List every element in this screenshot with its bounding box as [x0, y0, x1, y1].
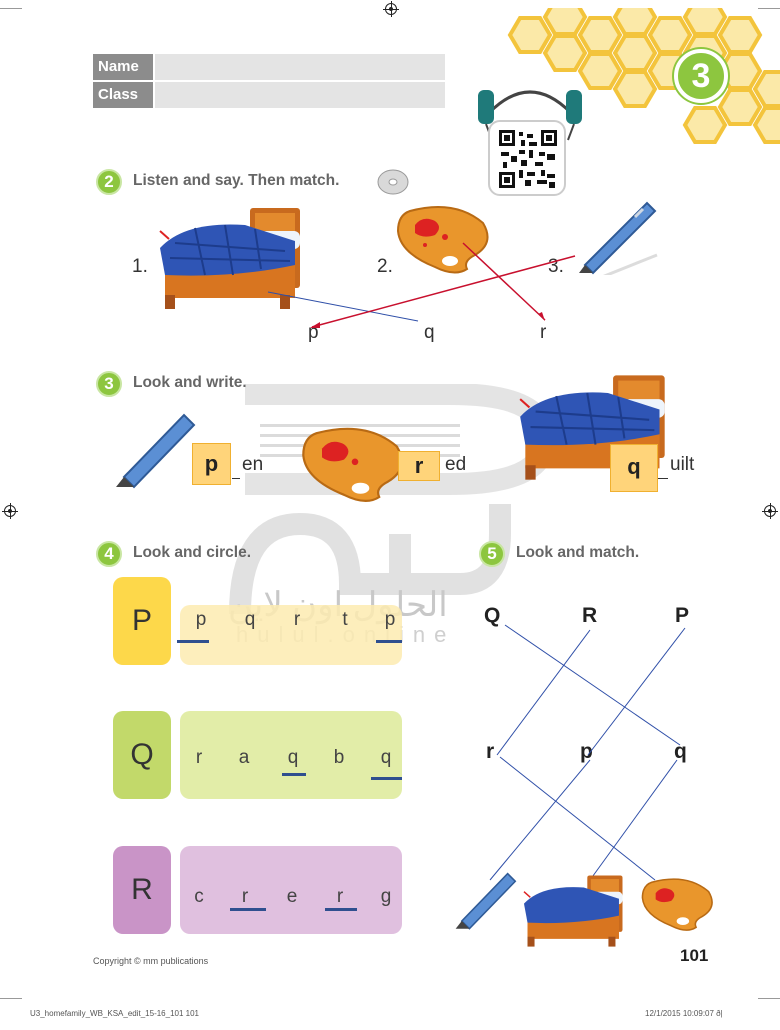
match-line-r-palette	[499, 756, 656, 881]
lowercase-q: q	[674, 740, 687, 763]
section-2-title: Listen and say. Then match.	[133, 172, 340, 189]
match-letter-r: r	[540, 322, 547, 343]
section-3-title: Look and write.	[133, 374, 247, 391]
item-3-label: 3.	[548, 256, 564, 277]
section-2-number: 2	[96, 169, 122, 195]
section-3-number: 3	[96, 371, 122, 397]
option-letter[interactable]: a	[238, 747, 250, 768]
section-5-match-lines	[489, 624, 686, 881]
match-letter-p: p	[308, 322, 319, 343]
match-line-q-bed	[589, 759, 678, 881]
quilt-bed-icon	[519, 375, 665, 480]
quilt-bed-icon	[523, 875, 623, 947]
word-ending-en: en	[242, 454, 264, 475]
print-timestamp: 12/1/2015 10:09:07 ð|	[645, 1009, 723, 1018]
option-letter[interactable]: e	[286, 886, 298, 907]
cd-icon	[377, 169, 409, 195]
options-strip-p	[180, 605, 402, 665]
section-2-match-lines	[267, 242, 576, 328]
class-field[interactable]	[155, 82, 445, 108]
match-line-pen-p	[311, 255, 576, 328]
answer-underline	[230, 908, 266, 911]
qr-code-frame	[488, 120, 566, 196]
match-line-P-p	[587, 627, 686, 756]
match-letter-q: q	[424, 322, 435, 343]
option-letter[interactable]: g	[380, 886, 392, 907]
name-field[interactable]	[155, 54, 445, 80]
registration-mark-right	[762, 503, 778, 519]
section-5-number: 5	[479, 541, 505, 567]
word-ending-uilt: uilt	[670, 454, 695, 475]
options-strip-q	[180, 711, 402, 799]
answer-box-r[interactable]: r	[398, 451, 440, 481]
option-letter[interactable]: r	[336, 886, 344, 907]
crop-mark	[0, 8, 22, 9]
name-row: Name	[93, 54, 445, 80]
paint-palette-icon	[396, 206, 489, 274]
option-letter[interactable]: q	[380, 747, 392, 768]
qr-code-icon[interactable]	[499, 130, 557, 188]
uppercase-q: Q	[484, 604, 501, 627]
paint-palette-icon	[302, 427, 403, 502]
option-letter[interactable]: p	[384, 609, 396, 630]
section-5-title: Look and match.	[516, 544, 640, 561]
section-4-number: 4	[96, 541, 122, 567]
word-ending-ed: ed	[445, 454, 467, 475]
letter-card-q: Q	[113, 711, 171, 799]
match-line-Q-q	[504, 624, 681, 746]
arrowhead-p	[310, 322, 320, 328]
pen-icon	[455, 872, 517, 930]
paint-palette-icon	[641, 878, 713, 931]
registration-mark-left	[2, 503, 18, 519]
write-line	[658, 478, 668, 479]
copyright-text: Copyright © mm publications	[93, 956, 209, 966]
pen-icon	[116, 413, 196, 489]
letter-card-r: R	[113, 846, 171, 934]
quilt-bed-icon	[159, 208, 300, 309]
answer-underline	[325, 908, 357, 911]
item-1-label: 1.	[132, 256, 148, 277]
answer-underline	[177, 640, 209, 643]
crop-mark	[758, 8, 780, 9]
option-letter[interactable]: r	[293, 609, 301, 630]
arrowhead-r	[538, 312, 545, 321]
option-letter[interactable]: r	[241, 886, 249, 907]
option-letter[interactable]: p	[195, 609, 207, 630]
file-info: U3_homefamily_WB_KSA_edit_15-16_101 101	[30, 1009, 199, 1018]
section-4-title: Look and circle.	[133, 544, 252, 561]
option-letter[interactable]: q	[287, 747, 299, 768]
letter-card-p: P	[113, 577, 171, 665]
answer-box-p[interactable]: p	[192, 443, 231, 485]
option-letter[interactable]: t	[342, 609, 348, 630]
options-strip-r	[180, 846, 402, 934]
answer-box-q[interactable]: q	[610, 444, 658, 492]
answer-underline	[376, 640, 402, 643]
name-label: Name	[93, 54, 153, 80]
lowercase-r: r	[486, 740, 495, 763]
crop-mark	[0, 998, 22, 999]
lowercase-p: p	[580, 740, 593, 763]
match-line-R-r	[496, 629, 591, 756]
option-letter[interactable]: q	[244, 609, 256, 630]
registration-mark-top	[383, 1, 399, 17]
item-2-label: 2.	[377, 256, 393, 277]
answer-underline	[282, 773, 306, 776]
class-label: Class	[93, 82, 153, 108]
crop-mark	[758, 998, 780, 999]
match-line-p-pen	[489, 759, 591, 881]
pen-icon	[579, 201, 658, 275]
answer-underline	[371, 777, 402, 780]
unit-badge: 3	[674, 49, 728, 103]
option-letter[interactable]: c	[194, 886, 204, 907]
option-letter[interactable]: b	[333, 747, 345, 768]
uppercase-p: P	[675, 604, 690, 627]
class-row: Class	[93, 82, 445, 108]
page-number: 101	[680, 946, 709, 965]
write-line	[232, 478, 240, 479]
match-line-palette-r	[462, 242, 546, 321]
uppercase-r: R	[582, 604, 598, 627]
headphones-icon	[478, 90, 582, 141]
option-letter[interactable]: r	[195, 747, 203, 768]
match-line-bed-q	[267, 291, 419, 322]
